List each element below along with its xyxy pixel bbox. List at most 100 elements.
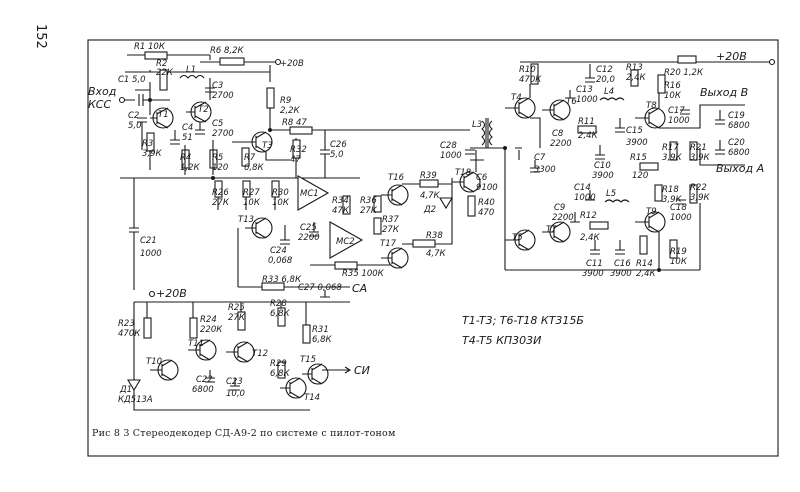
- label-c18: C18: [670, 203, 687, 213]
- label-r25: R25: [228, 303, 245, 313]
- pilot-detector: [127, 290, 352, 411]
- transistor-note-2: T4-T5 КП303И: [462, 334, 541, 347]
- label-r36: R36: [360, 196, 377, 206]
- label-c9: C9: [554, 203, 565, 213]
- r13-resistor: [630, 69, 639, 87]
- c5-capacitor: [195, 122, 205, 135]
- label-c14-value: 1000: [574, 193, 596, 203]
- supply-terminal-bottom: [148, 290, 156, 298]
- r9-resistor: [266, 87, 275, 109]
- label-r9-value: 2,2К: [280, 106, 301, 116]
- d2-diode: [439, 197, 453, 210]
- r23-resistor: [143, 317, 152, 339]
- label-r37-value: 27К: [382, 225, 400, 235]
- label-r5-value: 120: [212, 163, 228, 173]
- label-r7-value: 6,8К: [244, 163, 265, 173]
- label-r18: R18: [662, 185, 679, 195]
- pilot-stage: [129, 118, 522, 298]
- label-c17-value: 1000: [668, 116, 690, 126]
- label-c7-value: 3300: [534, 165, 556, 175]
- label-input-ksc: КСС: [88, 98, 111, 111]
- c24-capacitor: [280, 225, 290, 245]
- label-r32: R32: [290, 145, 307, 155]
- label-c24: C24: [270, 246, 287, 256]
- label-r9: R9: [280, 96, 291, 106]
- label-t17: T17: [380, 239, 397, 249]
- label-t3: T3: [262, 141, 273, 151]
- r12-resistor: [589, 221, 609, 230]
- label-r36-value: 27К: [360, 206, 378, 216]
- label-c12-value: 20,0: [596, 75, 615, 85]
- label-r30: R30: [272, 188, 289, 198]
- c20-capacitor: [715, 140, 725, 155]
- r34-resistor: [342, 195, 351, 215]
- label-r4-value: 1,2К: [180, 163, 201, 173]
- label-r39: R39: [420, 171, 437, 181]
- label-r29-value: 6,8К: [270, 369, 291, 379]
- label-r24-value: 220К: [200, 325, 223, 335]
- label-r34: R34: [332, 196, 349, 206]
- label-r12-value: 2,4К: [580, 233, 601, 243]
- label-c15-value: 3900: [626, 138, 648, 148]
- label-l3: L3: [472, 120, 482, 130]
- label-c1: C1 5,0: [118, 75, 146, 85]
- label-t5: T5: [512, 233, 523, 243]
- label-r23-value: 470К: [118, 329, 141, 339]
- label-c21-value: 1000: [140, 249, 162, 259]
- r36-resistor: [373, 195, 382, 213]
- label-t10: T10: [146, 357, 162, 367]
- l4-coil: [599, 97, 625, 101]
- label-r28: R28: [270, 299, 287, 309]
- mc2-opamp: [329, 221, 364, 259]
- l5-coil: [604, 199, 630, 203]
- label-c21: C21: [140, 236, 157, 246]
- label-input: Вход: [88, 85, 116, 98]
- label-t14: T14: [304, 393, 320, 403]
- label-c20-value: 6800: [728, 148, 750, 158]
- label-r23: R23: [118, 319, 135, 329]
- label-c9-value: 2200: [552, 213, 574, 223]
- mc1-opamp: [297, 175, 330, 211]
- label-c22: C22: [196, 375, 213, 385]
- label-c13: C13: [576, 85, 593, 95]
- label-c28-value: 1000: [440, 151, 462, 161]
- label-r38-value: 4,7К: [426, 249, 447, 259]
- label-l4: L4: [604, 87, 614, 97]
- label-c18-value: 1000: [670, 213, 692, 223]
- label-si: СИ: [354, 364, 370, 377]
- label-r1: R1 10К: [134, 42, 166, 52]
- c15-capacitor: [615, 118, 625, 133]
- label-r38: R38: [426, 231, 443, 241]
- label-t8: T8: [646, 101, 657, 111]
- r21-resistor: [689, 141, 698, 161]
- label-r21-value: 3,9К: [690, 153, 711, 163]
- r15-resistor: [639, 162, 659, 171]
- label-c10: C10: [594, 161, 611, 171]
- label-c12: C12: [596, 65, 613, 75]
- r17-resistor: [669, 141, 678, 161]
- c26-capacitor: [320, 130, 330, 178]
- l1-coil: [179, 74, 205, 79]
- r37-resistor: [373, 217, 382, 235]
- label-r24: R24: [200, 315, 217, 325]
- c27-capacitor: [320, 290, 330, 298]
- label-supply-top: +20В: [280, 59, 304, 69]
- label-t15: T15: [300, 355, 316, 365]
- input-stage: [118, 51, 470, 180]
- figure-caption: Рис 8 3 Стереодекодер СД-А9-2 по системе…: [92, 428, 396, 439]
- label-c15: C15: [626, 126, 643, 136]
- label-r33: R33 6,8К: [262, 275, 302, 285]
- label-t12: T12: [252, 349, 268, 359]
- c11-capacitor: [590, 240, 600, 255]
- label-r15-value: 120: [632, 171, 648, 181]
- label-r28-value: 6,8К: [270, 309, 291, 319]
- c21-capacitor: [129, 178, 139, 290]
- r39-resistor: [419, 179, 439, 188]
- label-r34-value: 47К: [332, 206, 350, 216]
- label-r27: R27: [243, 188, 260, 198]
- c25-capacitor: [309, 222, 319, 237]
- label-c3-value: 2700: [212, 91, 234, 101]
- c14-capacitor: [585, 190, 595, 201]
- label-c8: C8: [552, 129, 564, 139]
